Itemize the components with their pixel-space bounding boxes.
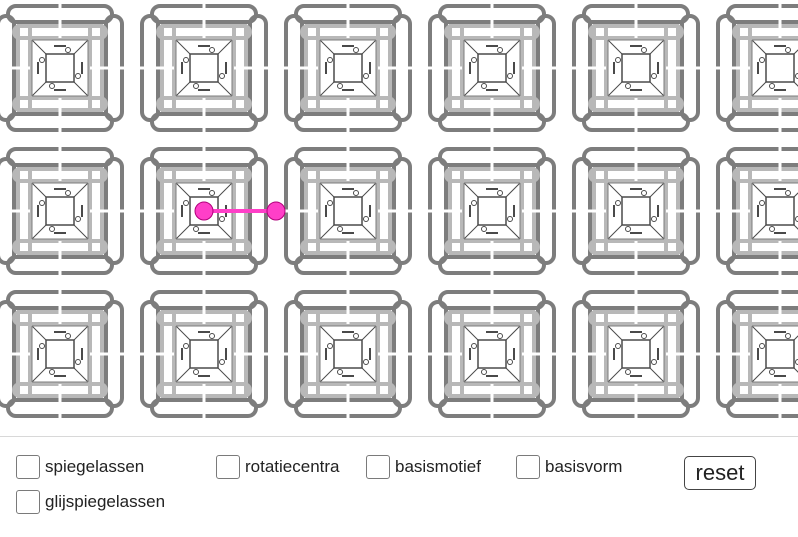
checkbox-label: glijspiegelassen [45, 492, 166, 511]
pattern-tile [0, 2, 126, 134]
pattern-tile [282, 2, 414, 134]
pattern-tile [282, 288, 414, 420]
checkbox-label: basismotief [395, 457, 481, 476]
pattern-tile [570, 145, 702, 277]
pattern-canvas[interactable] [0, 0, 798, 430]
checkbox-box[interactable] [216, 455, 240, 479]
start-point-handle[interactable] [194, 201, 214, 221]
reset-button[interactable]: reset [684, 456, 756, 490]
pattern-tile [138, 288, 270, 420]
pattern-tile [138, 2, 270, 134]
pattern-tile [282, 145, 414, 277]
checkbox-spiegelassen[interactable]: spiegelassen [16, 455, 144, 479]
pattern-tile [714, 288, 798, 420]
checkbox-label: spiegelassen [45, 457, 145, 476]
pattern-tile [570, 288, 702, 420]
checkbox-box[interactable] [516, 455, 540, 479]
wallpaper-pattern [0, 2, 798, 420]
pattern-tile [0, 288, 126, 420]
tiles-layer [0, 2, 798, 420]
pattern-tile [426, 2, 558, 134]
pattern-tile [426, 145, 558, 277]
translation-vector[interactable] [194, 201, 286, 221]
end-point-handle[interactable] [266, 201, 286, 221]
checkbox-label: rotatiecentra [245, 457, 340, 476]
checkbox-basisvorm[interactable]: basisvorm [516, 455, 622, 479]
checkbox-box[interactable] [366, 455, 390, 479]
pattern-tile [714, 2, 798, 134]
checkbox-box[interactable] [16, 490, 40, 514]
pattern-tile [0, 145, 126, 277]
checkbox-rotatiecentra[interactable]: rotatiecentra [216, 455, 340, 479]
pattern-tile [714, 145, 798, 277]
checkbox-basismotief[interactable]: basismotief [366, 455, 481, 479]
pattern-tile [426, 288, 558, 420]
checkbox-label: basisvorm [545, 457, 623, 476]
checkbox-glijspiegelassen[interactable]: glijspiegelassen [16, 490, 165, 514]
pattern-tile [570, 2, 702, 134]
divider [0, 436, 798, 437]
checkbox-box[interactable] [16, 455, 40, 479]
